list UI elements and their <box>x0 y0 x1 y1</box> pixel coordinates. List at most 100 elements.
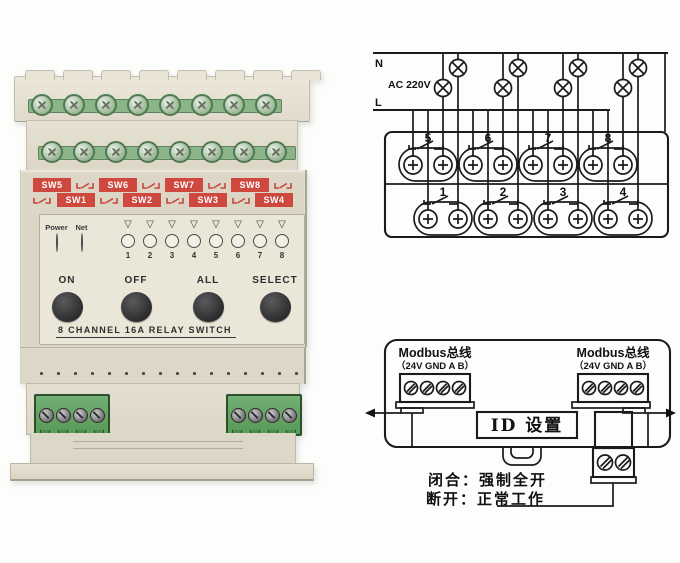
modbus-bus-label-right: Modbus总线 <box>577 345 650 360</box>
svg-text:4: 4 <box>620 185 627 199</box>
sw-label: SW2 <box>123 193 161 207</box>
power-label: Power <box>45 223 68 232</box>
relay-contact-icon <box>269 178 297 192</box>
channel-led <box>231 234 245 248</box>
triangle-icon: ▽ <box>124 219 132 230</box>
channel-indicator: ▽7 <box>249 219 271 260</box>
sw-label: SW4 <box>255 193 293 207</box>
sw-label: SW1 <box>57 193 95 207</box>
all-button-label: ALL <box>196 275 220 286</box>
front-panel: SW5 SW6 SW7 SW8 SW1 SW2 SW3 SW4 <box>20 170 307 347</box>
housing-castellation <box>25 70 321 80</box>
screw-terminals-row1 <box>31 94 277 116</box>
channel-led <box>275 234 289 248</box>
all-button <box>192 292 224 322</box>
channel-led <box>121 234 135 248</box>
relay-contact-icon <box>27 193 57 207</box>
screw-terminal-icon <box>56 407 71 423</box>
bottom-terminal-block-right <box>226 394 302 436</box>
bottom-cover <box>30 433 296 464</box>
sw-label: SW5 <box>33 178 71 192</box>
screw-terminal-icon <box>248 407 263 423</box>
screw-terminal-icon <box>95 94 117 116</box>
sw-label: SW8 <box>231 178 269 192</box>
bus-out-arrow <box>666 408 676 418</box>
bottom-housing <box>26 383 302 438</box>
svg-text:6: 6 <box>485 131 492 145</box>
screw-terminal-icon <box>137 141 159 163</box>
triangle-icon: ▽ <box>278 219 286 230</box>
live-line-label: L <box>375 97 382 109</box>
screw-terminal-icon <box>159 94 181 116</box>
screw-terminal-icon <box>31 94 53 116</box>
screw-terminal-icon <box>223 94 245 116</box>
relay-contact-icon <box>227 193 255 207</box>
channel-indicator: ▽8 <box>271 219 293 260</box>
off-button-label: OFF <box>124 275 148 286</box>
din-clip-icon <box>502 447 542 466</box>
vent-holes <box>40 372 298 375</box>
svg-text:2: 2 <box>500 185 507 199</box>
terminal-strip-row2 <box>38 146 296 160</box>
triangle-icon: ▽ <box>212 219 220 230</box>
channel-indicator: ▽6 <box>227 219 249 260</box>
id-setting-box <box>475 410 579 440</box>
triangle-icon: ▽ <box>190 219 198 230</box>
relay-contact-icon <box>137 178 165 192</box>
sw-band-bottom: SW1 SW2 SW3 SW4 <box>27 193 293 207</box>
channel-number: 2 <box>147 251 153 260</box>
screw-terminal-icon <box>233 141 255 163</box>
channel-indicator: ▽3 <box>161 219 183 260</box>
relay-contact-icon <box>95 193 123 207</box>
all-button-group: ALL <box>177 275 239 322</box>
channel-number: 1 <box>125 251 131 260</box>
channel-number: 4 <box>191 251 197 260</box>
relay-contact-icon <box>71 178 99 192</box>
sw-label: SW3 <box>189 193 227 207</box>
screw-terminal-icon <box>265 141 287 163</box>
screw-terminal-icon <box>169 141 191 163</box>
screw-terminal-icon <box>265 407 280 423</box>
select-button-group: SELECT <box>244 275 306 322</box>
screw-terminal-icon <box>105 141 127 163</box>
modbus-pins-label-right: （24V GND A B） <box>574 360 652 372</box>
svg-text:3: 3 <box>560 185 567 199</box>
off-button <box>120 292 152 322</box>
relay-module-device: SW5 SW6 SW7 SW8 SW1 SW2 SW3 SW4 <box>10 70 321 481</box>
net-label: Net <box>75 223 88 232</box>
channel-indicator: ▽5 <box>205 219 227 260</box>
channel-number: 8 <box>279 251 285 260</box>
screw-terminal-icon <box>191 94 213 116</box>
screw-terminal-icon <box>41 141 63 163</box>
triangle-icon: ▽ <box>256 219 264 230</box>
channel-indicator: ▽4 <box>183 219 205 260</box>
bus-in-arrow <box>365 408 375 418</box>
channel-indicator: ▽1 <box>117 219 139 260</box>
voltage-label: AC 220V <box>388 79 431 91</box>
svg-text:1: 1 <box>440 185 447 199</box>
on-button-group: ON <box>36 275 98 322</box>
indicator-panel: Power Net ▽1 ▽2 ▽3 ▽4 ▽5 ▽6 ▽7 <box>39 214 305 345</box>
triangle-icon: ▽ <box>146 219 154 230</box>
relay-contact-icon <box>203 178 231 192</box>
modbus-connector-right <box>571 372 651 447</box>
module-outline <box>383 338 672 449</box>
sw-label: SW7 <box>165 178 203 192</box>
channel-number: 5 <box>213 251 219 260</box>
net-indicator: Net <box>69 223 94 252</box>
power-wiring-diagram: N L AC 220V 5 <box>373 51 670 239</box>
channel-number: 3 <box>169 251 175 260</box>
channel-number: 7 <box>257 251 263 260</box>
modbus-pins-label-left: （24V GND A B） <box>396 360 474 372</box>
power-indicator: Power <box>44 223 69 252</box>
screw-terminal-icons <box>403 155 648 229</box>
id-setting-label: ID 设置 <box>491 416 564 436</box>
channel-number: 6 <box>235 251 241 260</box>
vent-strip <box>20 347 306 384</box>
screw-terminal-icon <box>255 94 277 116</box>
off-button-group: OFF <box>105 275 167 322</box>
force-switch-terminal <box>497 410 637 507</box>
triangle-icon: ▽ <box>168 219 176 230</box>
channel-indicators: ▽1 ▽2 ▽3 ▽4 ▽5 ▽6 ▽7 ▽8 <box>117 219 293 260</box>
